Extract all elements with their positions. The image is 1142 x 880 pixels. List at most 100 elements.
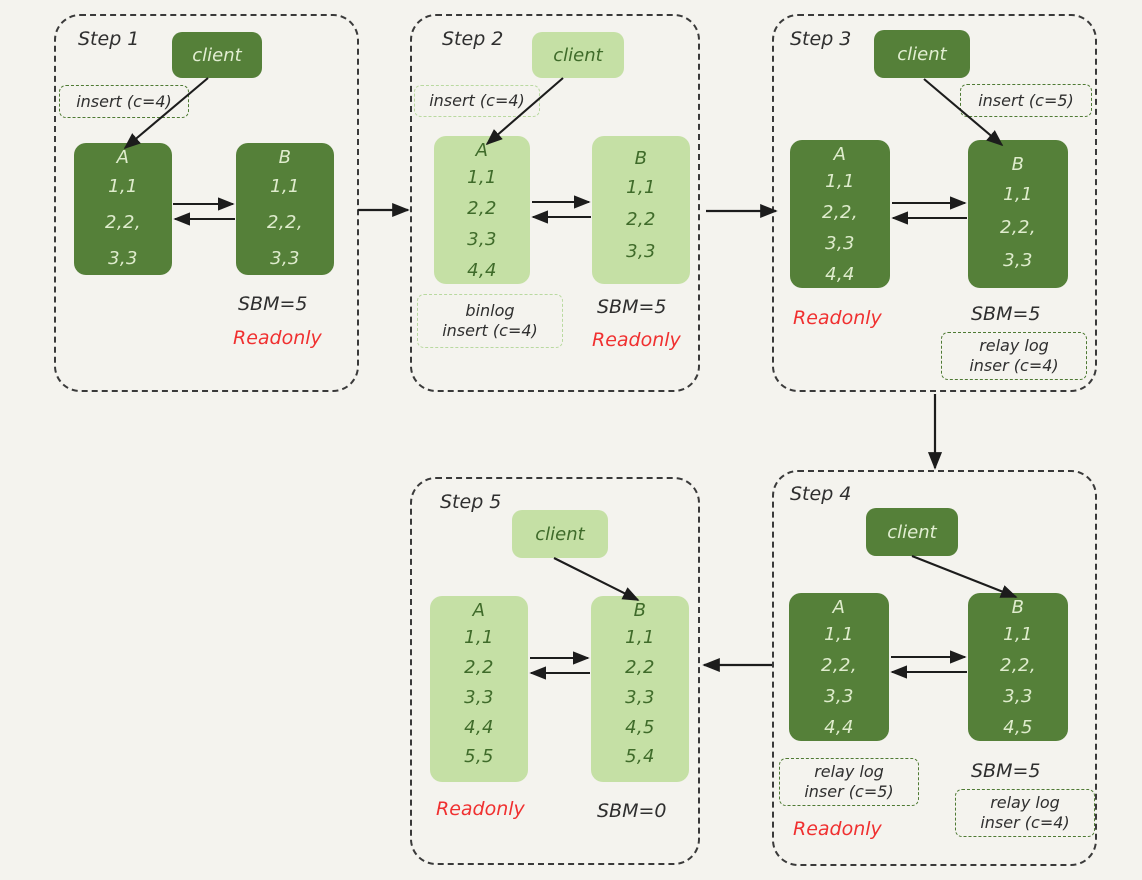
insert-tag-step2: insert (c=4) [414,85,540,117]
sbm-text-step5: SBM=0 [597,800,667,822]
step-panel-5 [410,477,700,865]
readonly-text-step3: Readonly [793,307,882,329]
node-row: 5,5 [464,746,494,768]
step-label-5: Step 5 [440,491,502,513]
relay-log-tag-line: inser (c=4) [969,356,1059,375]
node-row: 2,2 [625,656,655,678]
node-row: 5,4 [625,746,655,768]
node-row: 1,1 [270,175,300,197]
relay-log-tag-b-step4: relay log inser (c=4) [955,789,1095,837]
node-row: 3,3 [1003,685,1033,707]
insert-tag-line: insert (c=4) [429,91,525,110]
step-panel-3 [772,14,1097,392]
relay-log-tag-line: relay log [814,762,884,781]
sbm-text-step4: SBM=5 [971,760,1041,782]
db-node-a-step5: A 1,1 2,2 3,3 4,4 5,5 [430,596,528,782]
node-row: 4,4 [824,716,854,738]
readonly-text-step5: Readonly [436,798,525,820]
node-row: 3,3 [824,685,854,707]
node-row: 2,2, [822,201,858,223]
step-panel-1 [54,14,359,392]
db-node-b-step5: B 1,1 2,2 3,3 4,5 5,4 [591,596,689,782]
readonly-text-step1: Readonly [233,327,322,349]
relay-log-tag-line: relay log [990,793,1060,812]
db-node-b-step4: B 1,1 2,2, 3,3 4,5 [968,593,1068,741]
sbm-text-step3: SBM=5 [971,303,1041,325]
client-box-step5: client [512,510,608,558]
node-row: 2,2, [105,211,141,233]
insert-tag-line: insert (c=4) [76,91,172,111]
db-node-b-step2: B 1,1 2,2 3,3 [592,136,690,284]
client-label: client [553,44,603,66]
client-box-step1: client [172,32,262,78]
node-title: B [1011,597,1025,618]
node-row: 2,2, [1000,654,1036,676]
node-row: 2,2, [1000,216,1036,238]
step-label-3: Step 3 [790,28,852,50]
insert-tag-step1: insert (c=4) [59,85,189,118]
node-row: 2,2, [821,654,857,676]
insert-tag-step3: insert (c=5) [960,84,1092,117]
step-panel-2 [410,14,700,392]
binlog-tag-step2: binlog insert (c=4) [417,294,563,348]
node-row: 4,5 [1003,716,1033,738]
node-title: B [278,147,292,168]
node-title: A [833,144,847,165]
node-row: 3,3 [626,240,656,262]
client-label: client [192,44,242,66]
node-row: 3,3 [825,232,855,254]
relay-log-tag-b-step3: relay log inser (c=4) [941,332,1087,380]
node-title: A [475,140,489,161]
node-row: 3,3 [467,228,497,250]
client-box-step2: client [532,32,624,78]
db-node-b-step1: B 1,1 2,2, 3,3 [236,143,334,275]
node-row: 1,1 [824,623,854,645]
node-row: 1,1 [626,176,656,198]
node-row: 4,4 [825,263,855,285]
binlog-tag-line: binlog [465,301,515,320]
node-row: 1,1 [1003,623,1033,645]
db-node-b-step3: B 1,1 2,2, 3,3 [968,140,1068,288]
sbm-text-step2: SBM=5 [597,296,667,318]
node-row: 1,1 [1003,183,1033,205]
db-node-a-step1: A 1,1 2,2, 3,3 [74,143,172,275]
node-title: A [472,600,486,621]
node-title: B [634,148,648,169]
client-label: client [535,523,585,545]
step-panel-4 [772,470,1097,866]
node-row: 2,2, [267,211,303,233]
relay-log-tag-line: relay log [979,336,1049,355]
node-row: 1,1 [464,626,494,648]
client-box-step4: client [866,508,958,556]
binlog-tag-line: insert (c=4) [442,321,538,340]
node-row: 2,2 [464,656,494,678]
node-row: 1,1 [825,170,855,192]
sbm-text-step1: SBM=5 [238,293,308,315]
node-row: 1,1 [625,626,655,648]
node-title: A [116,147,130,168]
node-title: A [832,597,846,618]
relay-log-tag-line: inser (c=4) [980,813,1070,832]
relay-log-tag-line: inser (c=5) [804,782,894,801]
node-row: 4,4 [464,716,494,738]
node-row: 3,3 [625,686,655,708]
client-label: client [887,521,937,543]
node-row: 3,3 [1003,249,1033,271]
node-title: B [1011,154,1025,175]
db-node-a-step3: A 1,1 2,2, 3,3 4,4 [790,140,890,288]
step-label-4: Step 4 [790,483,852,505]
client-label: client [897,43,947,65]
db-node-a-step4: A 1,1 2,2, 3,3 4,4 [789,593,889,741]
readonly-text-step2: Readonly [592,329,681,351]
node-row: 1,1 [467,166,497,188]
client-box-step3: client [874,30,970,78]
node-row: 4,5 [625,716,655,738]
node-title: B [633,600,647,621]
node-row: 4,4 [467,259,497,281]
db-node-a-step2: A 1,1 2,2 3,3 4,4 [434,136,530,284]
step-label-1: Step 1 [78,28,140,50]
node-row: 1,1 [108,175,138,197]
relay-log-tag-a-step4: relay log inser (c=5) [779,758,919,806]
step-label-2: Step 2 [442,28,504,50]
